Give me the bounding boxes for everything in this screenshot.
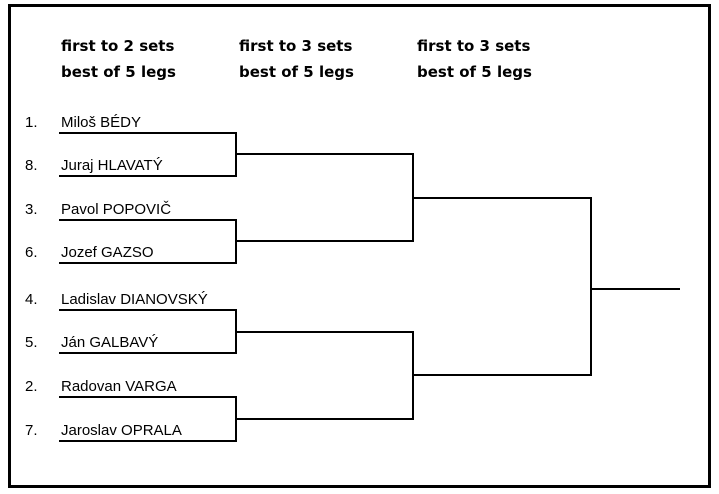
round-1-header: first to 2 sets best of 5 legs xyxy=(61,33,176,85)
match-line xyxy=(59,132,237,177)
player-name: Miloš BÉDY xyxy=(61,114,142,131)
player-name: Radovan VARGA xyxy=(61,378,177,395)
round-1-sets: first to 2 sets xyxy=(61,37,175,55)
seed-label: 1. xyxy=(25,114,38,131)
round-3-sets: first to 3 sets xyxy=(417,37,531,55)
round-1-legs: best of 5 legs xyxy=(61,63,176,81)
seed-label: 4. xyxy=(25,291,38,308)
seed-label: 7. xyxy=(25,422,38,439)
round-3-legs: best of 5 legs xyxy=(417,63,532,81)
match-line xyxy=(413,197,592,376)
player-name: Ladislav DIANOVSKÝ xyxy=(61,291,208,308)
round-2-legs: best of 5 legs xyxy=(239,63,354,81)
seed-label: 6. xyxy=(25,244,38,261)
player-name: Juraj HLAVATÝ xyxy=(61,157,163,174)
match-line xyxy=(236,331,414,420)
player-name: Jaroslav OPRALA xyxy=(61,422,182,439)
seed-label: 5. xyxy=(25,334,38,351)
bracket-frame xyxy=(8,4,711,488)
round-2-header: first to 3 sets best of 5 legs xyxy=(239,33,354,85)
seed-label: 8. xyxy=(25,157,38,174)
player-name: Pavol POPOVIČ xyxy=(61,201,172,218)
match-line xyxy=(236,153,414,242)
seed-label: 3. xyxy=(25,201,38,218)
match-line xyxy=(59,309,237,354)
match-line xyxy=(59,219,237,264)
match-line xyxy=(59,396,237,442)
player-name: Ján GALBAVÝ xyxy=(61,334,159,351)
seed-label: 2. xyxy=(25,378,38,395)
round-2-sets: first to 3 sets xyxy=(239,37,353,55)
round-3-header: first to 3 sets best of 5 legs xyxy=(417,33,532,85)
player-name: Jozef GAZSO xyxy=(61,244,154,261)
